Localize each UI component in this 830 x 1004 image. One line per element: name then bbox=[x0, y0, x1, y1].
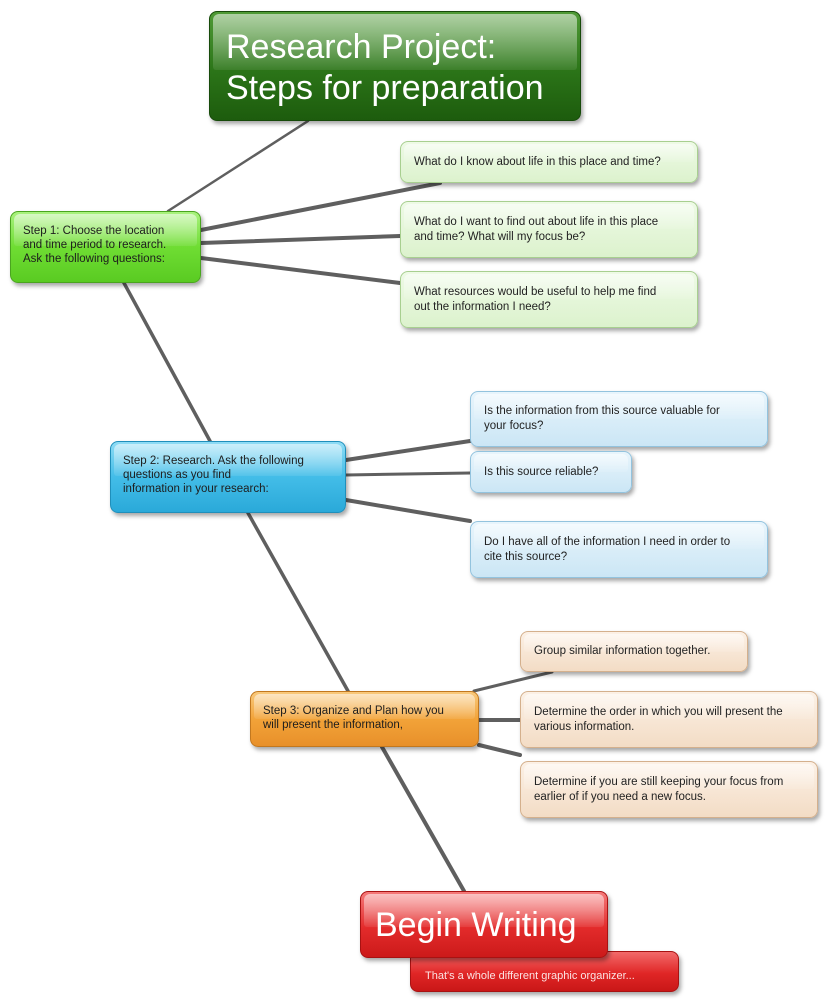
question-text: Determine if you are still keeping your … bbox=[534, 775, 784, 803]
question-text: What resources would be useful to help m… bbox=[414, 285, 657, 313]
begin-writing-node[interactable]: Begin Writing bbox=[360, 891, 608, 958]
question-text: What do I know about life in this place … bbox=[414, 155, 661, 168]
final-note-text: That's a whole different graphic organiz… bbox=[425, 970, 635, 982]
title-node[interactable]: Research Project: Steps for preparation bbox=[209, 11, 581, 121]
connector-step3-q3 bbox=[477, 743, 522, 757]
step3-question-1[interactable]: Group similar information together. bbox=[520, 631, 748, 672]
question-text: Is the information from this source valu… bbox=[484, 405, 720, 432]
step2-node[interactable]: Step 2: Research. Ask the following ques… bbox=[110, 441, 346, 513]
begin-writing-label: Begin Writing bbox=[375, 906, 577, 944]
connector-step1-step2 bbox=[122, 281, 212, 443]
connector-step1-q2 bbox=[199, 234, 402, 245]
connector-title-step1 bbox=[166, 119, 310, 213]
step2-question-1[interactable]: Is the information from this source valu… bbox=[470, 391, 768, 447]
step3-node[interactable]: Step 3: Organize and Plan how you will p… bbox=[250, 691, 479, 747]
connector-step2-q2 bbox=[344, 471, 472, 477]
connector-step2-step3 bbox=[246, 511, 350, 693]
title-text: Research Project: Steps for preparation bbox=[226, 28, 544, 107]
connector-step3-final bbox=[380, 745, 466, 893]
step2-question-3[interactable]: Do I have all of the information I need … bbox=[470, 521, 768, 578]
step2-question-2[interactable]: Is this source reliable? bbox=[470, 451, 632, 493]
connector-step3-q1 bbox=[472, 670, 554, 693]
question-text: What do I want to find out about life in… bbox=[414, 215, 659, 243]
question-text: Group similar information together. bbox=[534, 645, 711, 657]
step1-node[interactable]: Step 1: Choose the location and time per… bbox=[10, 211, 201, 283]
connector-step1-q1 bbox=[199, 181, 442, 232]
step1-label: Step 1: Choose the location and time per… bbox=[23, 225, 167, 265]
step1-question-2[interactable]: What do I want to find out about life in… bbox=[400, 201, 698, 258]
step1-question-3[interactable]: What resources would be useful to help m… bbox=[400, 271, 698, 328]
question-text: Do I have all of the information I need … bbox=[484, 535, 731, 563]
connector-step2-q1 bbox=[344, 439, 472, 462]
step1-question-1[interactable]: What do I know about life in this place … bbox=[400, 141, 698, 183]
step2-label: Step 2: Research. Ask the following ques… bbox=[123, 455, 304, 495]
step3-label: Step 3: Organize and Plan how you will p… bbox=[263, 705, 444, 731]
question-text: Is this source reliable? bbox=[484, 465, 599, 478]
question-text: Determine the order in which you will pr… bbox=[534, 705, 783, 733]
connector-step2-q3 bbox=[344, 498, 472, 523]
step3-question-3[interactable]: Determine if you are still keeping your … bbox=[520, 761, 818, 818]
connector-step1-q3 bbox=[199, 256, 402, 285]
step3-question-2[interactable]: Determine the order in which you will pr… bbox=[520, 691, 818, 748]
